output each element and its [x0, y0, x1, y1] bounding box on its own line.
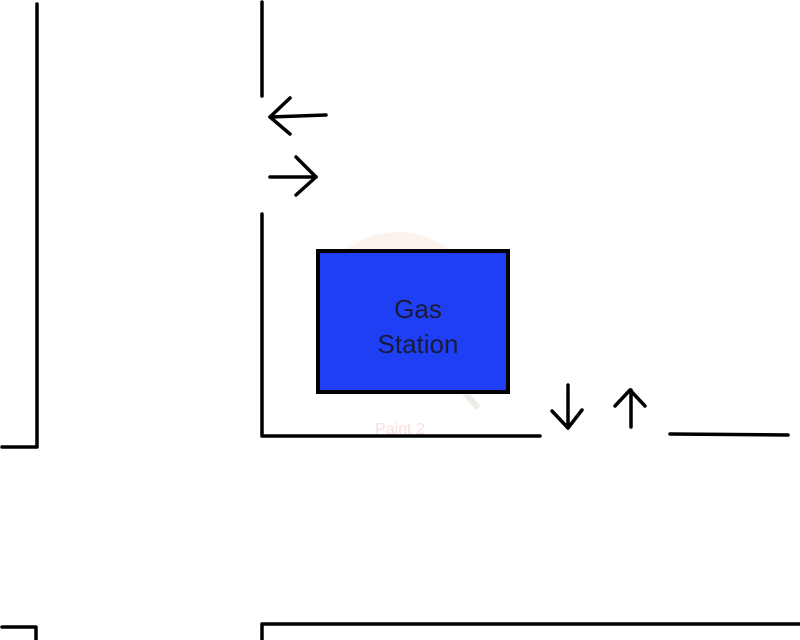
road-edge-left-block	[0, 2, 39, 449]
road-edge-bottom-left	[0, 625, 38, 640]
lot-boundary-right-segment	[668, 432, 790, 437]
lot-boundary	[260, 212, 542, 438]
gas-station-building	[316, 249, 510, 394]
arrow-up-icon	[613, 388, 647, 429]
gas-station-label-line1: Gas	[394, 294, 442, 324]
arrow-right-icon	[268, 155, 318, 197]
watermark-text: Paint 2	[375, 421, 425, 438]
arrow-left-icon	[268, 96, 328, 136]
gas-station-label-line2: Station	[378, 329, 459, 359]
arrow-down-icon	[550, 383, 584, 430]
road-edge-bottom-right	[260, 622, 800, 640]
